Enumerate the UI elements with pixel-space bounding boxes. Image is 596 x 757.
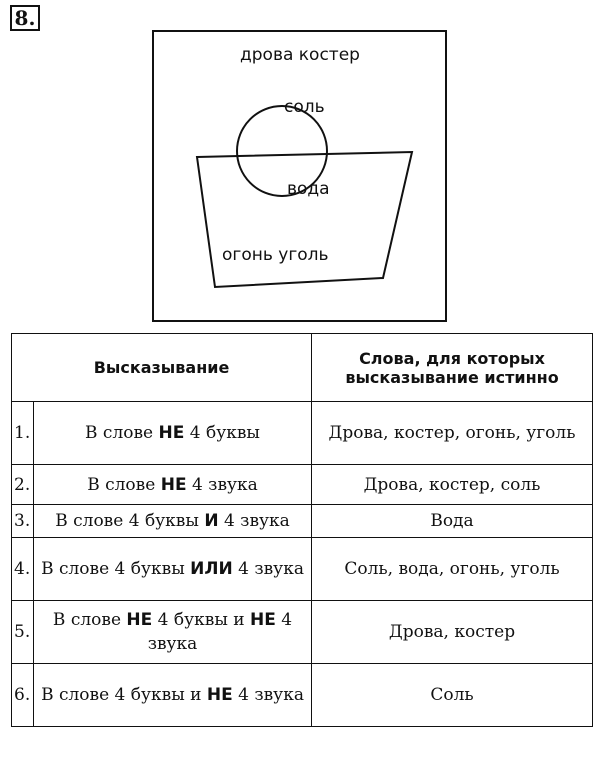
row-statement: В слове 4 буквы и НЕ 4 звука <box>32 663 313 727</box>
row-true-words: Дрова, костер, огонь, уголь <box>311 401 593 465</box>
stmt-text: В слове 4 буквы и <box>41 685 207 705</box>
row-true-words: Дрова, костер <box>311 600 593 664</box>
stmt-text: В слове <box>87 474 161 495</box>
euler-diagram: дрова костер соль вода огонь уголь <box>152 30 447 322</box>
stmt-keyword: НЕ <box>126 610 153 630</box>
stmt-keyword: НЕ <box>206 685 233 705</box>
trapezoid-label: огонь уголь <box>222 245 329 265</box>
stmt-text: В слове <box>85 423 159 443</box>
row-number: 2. <box>11 464 34 505</box>
stmt-text: В слове 4 буквы <box>41 559 191 579</box>
header-statement: Высказывание <box>10 333 313 402</box>
circle-label: соль <box>284 97 325 117</box>
stmt-text: 4 звука <box>232 559 304 579</box>
table-header-row: Высказывание Слова, для которых высказыв… <box>10 333 593 402</box>
row-number: 6. <box>11 663 34 727</box>
stmt-text: 4 буквы <box>184 423 260 443</box>
header-words-line2: высказывание истинно <box>345 367 559 387</box>
stmt-text: 4 звука <box>147 610 293 654</box>
row-statement: В слове НЕ 4 звука <box>32 464 313 505</box>
row-true-words: Соль <box>311 663 593 727</box>
stmt-text: 4 буквы и <box>152 610 250 630</box>
stmt-text: 4 звука <box>186 474 258 495</box>
header-words: Слова, для которых высказывание истинно <box>311 333 593 402</box>
stmt-text: 4 звука <box>218 511 290 531</box>
statements-table: Высказывание Слова, для которых высказыв… <box>10 333 593 727</box>
row-statement: В слове 4 буквы ИЛИ 4 звука <box>32 537 313 601</box>
stmt-keyword: НЕ <box>250 610 276 630</box>
stmt-keyword: НЕ <box>160 474 187 495</box>
row-true-words: Дрова, костер, соль <box>311 464 593 505</box>
four-sounds-trapezoid <box>195 150 414 289</box>
stmt-keyword: И <box>204 511 219 531</box>
row-true-words: Вода <box>311 504 593 538</box>
outer-label: дрова костер <box>240 45 360 65</box>
stmt-text: 4 звука <box>232 685 304 705</box>
row-statement: В слове НЕ 4 буквы и НЕ 4 звука <box>32 600 313 664</box>
row-number: 4. <box>11 537 34 601</box>
row-statement: В слове 4 буквы И 4 звука <box>32 504 313 538</box>
stmt-keyword: НЕ <box>158 423 185 443</box>
overlap-label: вода <box>287 179 330 199</box>
row-number: 1. <box>11 401 34 465</box>
stmt-text: В слове 4 буквы <box>55 511 205 531</box>
four-letters-circle <box>236 105 328 197</box>
row-number: 3. <box>11 504 34 538</box>
outer-set-rect <box>152 30 447 322</box>
task-number: 8. <box>10 5 40 31</box>
row-number: 5. <box>11 600 34 664</box>
stmt-text: В слове <box>52 610 127 630</box>
row-statement: В слове НЕ 4 буквы <box>32 401 313 465</box>
stmt-keyword: ИЛИ <box>190 559 233 579</box>
row-true-words: Соль, вода, огонь, уголь <box>311 537 593 601</box>
header-words-line1: Слова, для которых <box>359 348 545 368</box>
